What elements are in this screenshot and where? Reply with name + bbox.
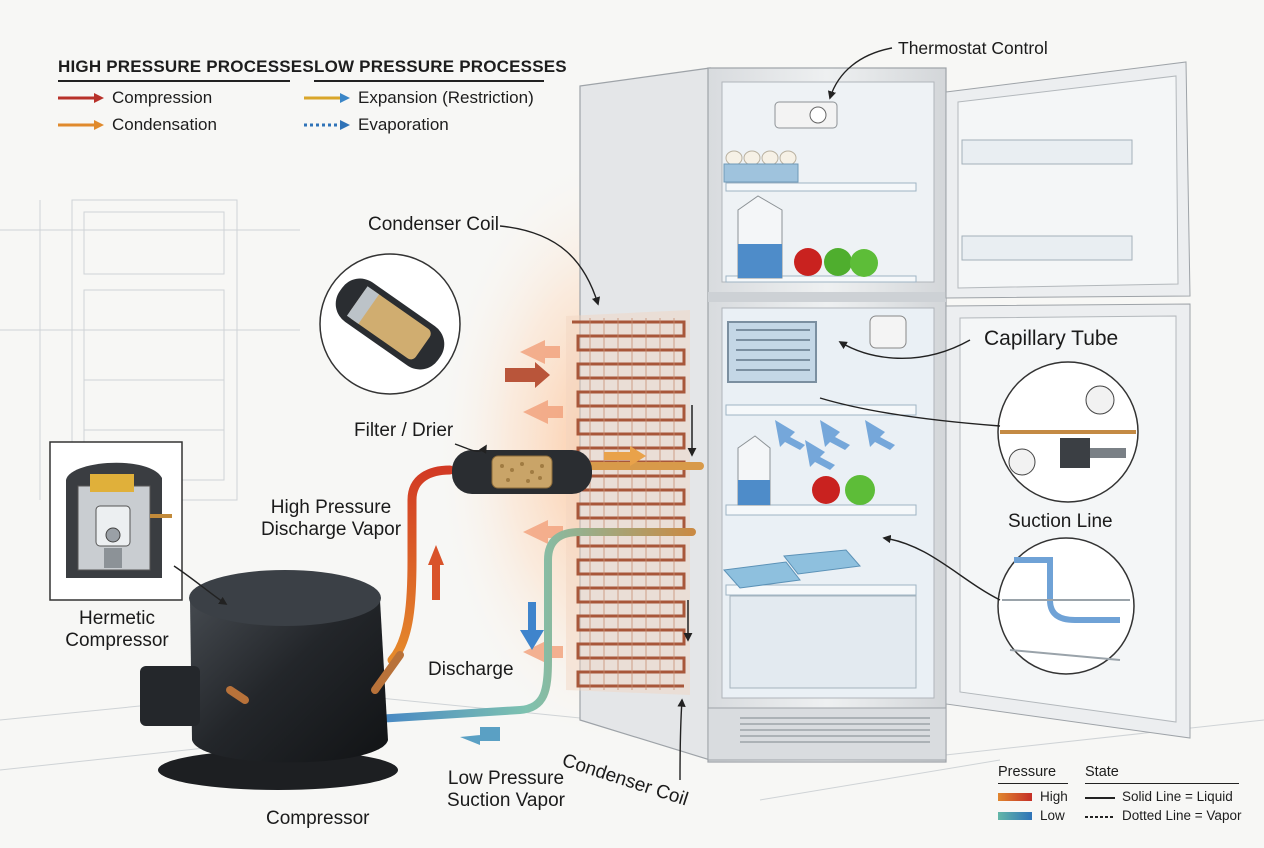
low-pressure-line2: Suction Vapor xyxy=(447,789,565,811)
hermetic-inset xyxy=(49,441,183,601)
leader-lines xyxy=(173,47,1001,781)
low-pressure-line1: Low Pressure xyxy=(447,768,565,789)
high-pressure-line2: Discharge Vapor xyxy=(260,518,402,540)
discharge-pipe xyxy=(387,465,455,665)
high-pressure-title: HIGH PRESSURE PROCESSES xyxy=(58,57,314,76)
legend-label: Compression xyxy=(112,88,213,107)
pressure-key-title: Pressure xyxy=(998,764,1057,780)
inflow-arrow xyxy=(505,362,550,388)
state-key-title: State xyxy=(1085,764,1119,780)
low-pressure-label: Low Pressure Suction Vapor xyxy=(436,768,576,812)
filter-drier-label: Filter / Drier xyxy=(354,420,454,441)
low-pressure-swatch xyxy=(998,812,1032,820)
low-key-label: Low xyxy=(1040,808,1065,823)
low-pressure-title: LOW PRESSURE PROCESSES xyxy=(314,57,567,76)
up-arrow xyxy=(428,545,444,600)
state-key-underline xyxy=(1085,783,1239,784)
solid-line-icon xyxy=(1085,797,1115,799)
high-pressure-swatch xyxy=(998,793,1032,801)
legend-item-compression: Compression xyxy=(58,88,212,108)
filter-drier-graphic xyxy=(452,450,592,494)
hermetic-line2: Compressor xyxy=(65,629,169,651)
legend-label: Expansion (Restriction) xyxy=(358,88,534,107)
legend-item-expansion: Expansion (Restriction) xyxy=(304,88,534,108)
hermetic-compressor-label: Hermetic Compressor xyxy=(50,608,184,652)
legend-label: Condensation xyxy=(112,115,217,134)
high-key-label: High xyxy=(1040,789,1068,804)
compressor-graphic xyxy=(140,570,404,790)
high-pressure-label: High Pressure Discharge Vapor xyxy=(246,497,416,541)
low-title-underline xyxy=(314,80,544,82)
filter-drier-zoom xyxy=(319,253,461,395)
suction-line-label: Suction Line xyxy=(1008,511,1113,532)
suction-pipe xyxy=(356,528,696,724)
arrow-right-icon xyxy=(58,120,104,130)
high-pressure-line1: High Pressure xyxy=(270,497,392,518)
compressor-label: Compressor xyxy=(266,808,370,829)
arrow-right-icon xyxy=(58,93,104,103)
suction-zoom xyxy=(997,537,1135,675)
legend-item-condensation: Condensation xyxy=(58,115,217,135)
hermetic-line1: Hermetic xyxy=(78,608,155,629)
solid-line-key: Solid Line = Liquid xyxy=(1122,789,1233,804)
condenser-coil-label: Condenser Coil xyxy=(368,214,499,235)
capillary-tube-label: Capillary Tube xyxy=(984,327,1119,350)
left-arrow xyxy=(460,727,500,745)
capillary-zoom xyxy=(997,361,1139,503)
arrow-right-icon xyxy=(304,93,350,103)
dotted-line-icon xyxy=(1085,816,1115,818)
drier-flow-arrow xyxy=(604,446,646,466)
evaporator-coil xyxy=(727,321,817,383)
legend-item-evaporation: Evaporation xyxy=(304,115,449,135)
thermostat-label: Thermostat Control xyxy=(898,38,1048,58)
condenser-coil-graphic xyxy=(566,310,697,695)
discharge-label: Discharge xyxy=(428,659,514,680)
pressure-key-underline xyxy=(998,783,1068,784)
high-title-underline xyxy=(58,80,290,82)
dotted-arrow-right-icon xyxy=(304,120,350,130)
dotted-line-key: Dotted Line = Vapor xyxy=(1122,808,1242,823)
legend-label: Evaporation xyxy=(358,115,449,134)
down-arrow xyxy=(520,602,544,650)
